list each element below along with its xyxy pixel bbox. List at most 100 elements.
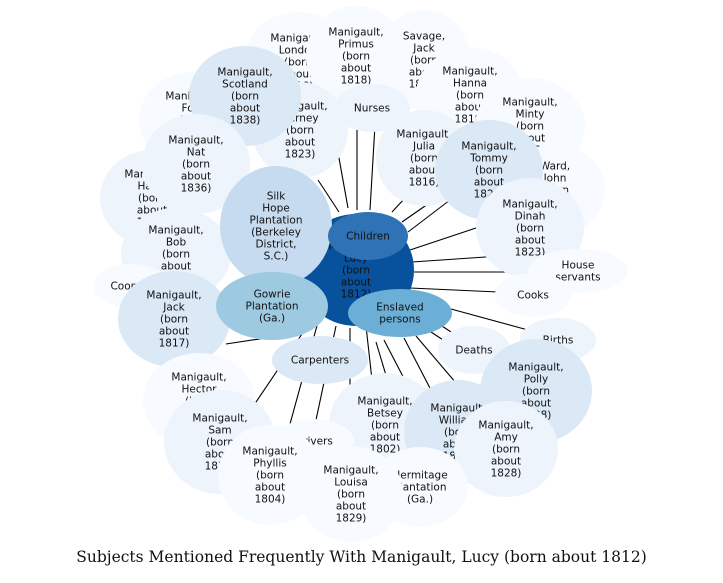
edge-line [403, 337, 433, 393]
node-label-line: (Ga.) [259, 313, 285, 325]
node-label: Nurses [354, 103, 390, 115]
node-label-line: Manigault, [323, 465, 378, 477]
node-label-line: about [491, 456, 521, 468]
node-label: Deaths [455, 345, 492, 357]
node-label-line: (born [410, 153, 438, 165]
node-label-line: Silk [267, 191, 286, 203]
node-label-line: servants [555, 272, 600, 284]
node-label-line: Manigault, [217, 67, 272, 79]
node-bubble [334, 84, 410, 132]
node-label-line: 1823) [285, 149, 316, 161]
node-label-line: about [161, 261, 191, 273]
node-label-line: (born [337, 489, 365, 501]
node-label-line: (Ga.) [407, 494, 433, 506]
edge-line [411, 255, 501, 263]
node-label-line: (born [456, 90, 484, 102]
node-label-line: Manigault, [430, 403, 485, 415]
node-label-line: about [474, 177, 504, 189]
node-label-line: (Berkeley [251, 227, 301, 239]
node-label-line: Nat [187, 147, 205, 159]
edge-line [365, 325, 373, 381]
node-label-line: 1829) [336, 513, 367, 525]
node-label-line: (born [284, 57, 312, 69]
node-label-line: Louisa [334, 477, 368, 489]
node-label-line: (born [286, 125, 314, 137]
node-label-line: 1836) [181, 183, 212, 195]
node-label-line: (born [231, 91, 259, 103]
node-nurses: Nurses [334, 84, 410, 132]
node-label-line: 1817) [159, 338, 190, 350]
node-label-line: (born [342, 265, 370, 277]
edge-line [317, 179, 340, 213]
node-label-line: (born [162, 249, 190, 261]
node-label-line: Manigault, [357, 396, 412, 408]
node-bubble [454, 401, 558, 497]
node-label-line: (born [206, 437, 234, 449]
node-bubble [220, 166, 332, 286]
node-label-line: Phyllis [253, 458, 286, 470]
node-label-line: Manigault, [171, 372, 226, 384]
node-label-line: about [255, 482, 285, 494]
node-bubble [216, 272, 328, 340]
node-carpenters: Carpenters [272, 336, 368, 384]
node-label-line: Hope [262, 203, 289, 215]
node-label-line: Manigault, [192, 413, 247, 425]
node-label-line: Children [346, 231, 390, 243]
node-bubble [495, 273, 571, 317]
node-label-line: Manigault, [502, 97, 557, 109]
node-label-line: Jack [412, 43, 435, 55]
node-label-line: Sam [208, 425, 231, 437]
node-label-line: (born [475, 165, 503, 177]
node-label-line: about [409, 165, 439, 177]
node-bubble [348, 289, 452, 337]
node-cooks: Cooks [495, 273, 571, 317]
node-label-line: Tommy [469, 153, 508, 165]
node-label-line: Ward, [540, 161, 570, 173]
node-bubble [272, 336, 368, 384]
node-label-line: District, [255, 239, 296, 251]
node-label-line: Manigault, [508, 362, 563, 374]
node-label-line: (born [371, 420, 399, 432]
node-label: Children [346, 231, 390, 243]
node-label-line: about [341, 277, 371, 289]
node-layer: Manigault,London(bornabout1818)Manigault… [94, 6, 628, 542]
node-label-line: Manigault, [146, 290, 201, 302]
node-label-line: Manigault, [328, 27, 383, 39]
node-bubble [142, 114, 250, 214]
node-label-line: 1838) [230, 115, 261, 127]
node-label-line: Plantation [249, 215, 302, 227]
node-label-line: (born [516, 121, 544, 133]
node-label-line: Manigault, [242, 446, 297, 458]
node-label-line: about [455, 102, 485, 114]
node-label-line: about [336, 501, 366, 513]
diagram-caption: Subjects Mentioned Frequently With Manig… [76, 548, 647, 566]
node-label-line: Cooks [517, 290, 549, 302]
node-label-line: (born [256, 470, 284, 482]
node-label-line: Dinah [515, 211, 546, 223]
node-label-line: 1816) [409, 177, 440, 189]
edge-line [409, 227, 477, 251]
node-label-line: Manigault, [148, 225, 203, 237]
node-bubble [118, 271, 230, 367]
node-label-line: (born [522, 386, 550, 398]
node-bubble [306, 6, 406, 106]
node-label-line: Savage, [403, 31, 445, 43]
